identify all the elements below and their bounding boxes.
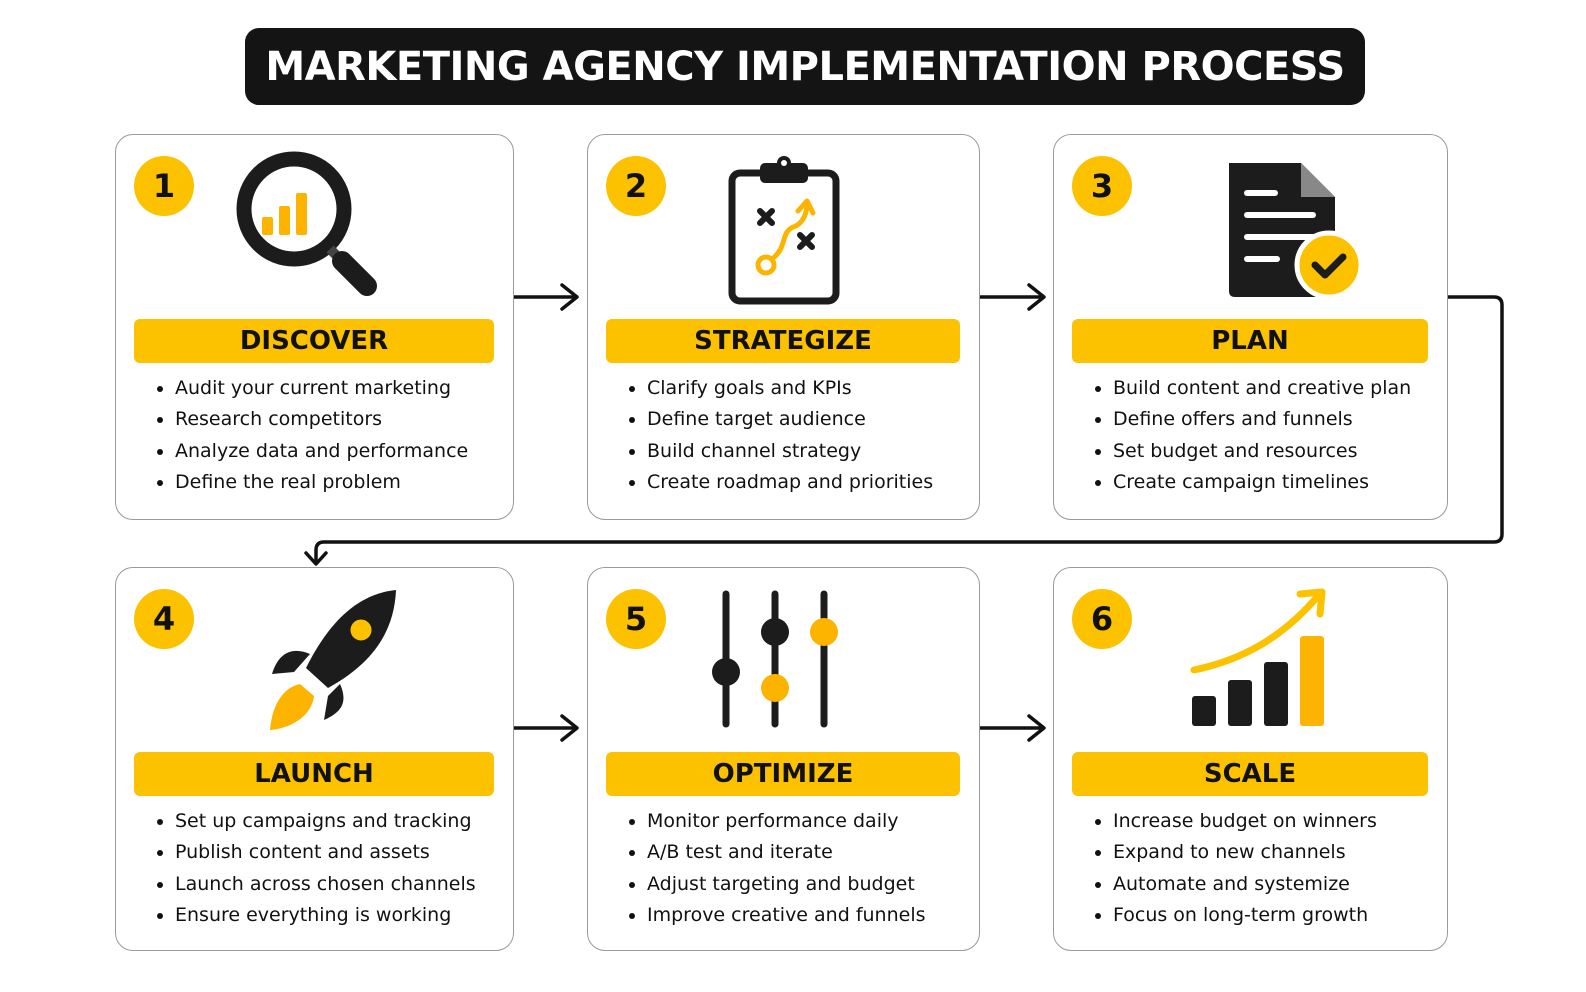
step-label: DISCOVER [134, 319, 494, 363]
step-card-optimize: 5 OPTIMIZE Monitor performance dailyA/B … [587, 567, 980, 951]
step-label: STRATEGIZE [606, 319, 960, 363]
step-bullets: Clarify goals and KPIsDefine target audi… [628, 373, 933, 498]
clipboard-strategy-icon [694, 151, 874, 307]
bullet-item: Increase budget on winners [1113, 806, 1377, 837]
bullet-item: Build channel strategy [647, 436, 933, 467]
step-bullets: Monitor performance dailyA/B test and it… [628, 806, 926, 931]
step-card-launch: 4 LAUNCH Set up campaigns and trackingPu… [115, 567, 514, 951]
bullet-item: Set up campaigns and tracking [175, 806, 476, 837]
step-card-discover: 1 DISCOVER Audit your current marketingR… [115, 134, 514, 520]
bullet-item: Define target audience [647, 404, 933, 435]
step-label: SCALE [1072, 752, 1428, 796]
step-bullets: Increase budget on winnersExpand to new … [1094, 806, 1377, 931]
bullet-item: Audit your current marketing [175, 373, 468, 404]
rocket-icon [236, 584, 416, 740]
arrow-3-4 [304, 295, 1504, 566]
bullet-item: Set budget and resources [1113, 436, 1411, 467]
bullet-item: Build content and creative plan [1113, 373, 1411, 404]
step-card-scale: 6 SCALE Increase budget on winnersExpand… [1053, 567, 1448, 951]
step-number-badge: 4 [134, 589, 194, 649]
bullet-item: Define the real problem [175, 467, 468, 498]
growth-chart-icon [1162, 584, 1342, 740]
arrow-4-5 [512, 714, 579, 742]
step-bullets: Set up campaigns and trackingPublish con… [156, 806, 476, 931]
step-card-strategize: 2 STRATEGIZE Clarify goals and KPIsDefin… [587, 134, 980, 520]
bullet-item: Define offers and funnels [1113, 404, 1411, 435]
bullet-item: Launch across chosen channels [175, 869, 476, 900]
bullet-item: Ensure everything is working [175, 900, 476, 931]
bullet-item: Automate and systemize [1113, 869, 1377, 900]
bullet-item: Monitor performance daily [647, 806, 926, 837]
bullet-item: Adjust targeting and budget [647, 869, 926, 900]
step-bullets: Audit your current marketingResearch com… [156, 373, 468, 498]
step-number-badge: 2 [606, 156, 666, 216]
bullet-item: Analyze data and performance [175, 436, 468, 467]
bullet-item: Publish content and assets [175, 837, 476, 868]
bullet-item: Focus on long-term growth [1113, 900, 1377, 931]
page-title: MARKETING AGENCY IMPLEMENTATION PROCESS [245, 28, 1365, 105]
step-label: PLAN [1072, 319, 1428, 363]
step-label: LAUNCH [134, 752, 494, 796]
step-bullets: Build content and creative planDefine of… [1094, 373, 1411, 498]
arrow-2-3 [978, 283, 1046, 311]
bullet-item: Create roadmap and priorities [647, 467, 933, 498]
sliders-icon [686, 584, 866, 740]
bullet-item: A/B test and iterate [647, 837, 926, 868]
document-check-icon [1189, 151, 1369, 307]
step-label: OPTIMIZE [606, 752, 960, 796]
bullet-item: Improve creative and funnels [647, 900, 926, 931]
bullet-item: Research competitors [175, 404, 468, 435]
bullet-item: Expand to new channels [1113, 837, 1377, 868]
step-number-badge: 5 [606, 589, 666, 649]
step-card-plan: 3 PLAN Build content and creative planDe… [1053, 134, 1448, 520]
step-number-badge: 6 [1072, 589, 1132, 649]
bullet-item: Create campaign timelines [1113, 467, 1411, 498]
arrow-5-6 [978, 714, 1046, 742]
bullet-item: Clarify goals and KPIs [647, 373, 933, 404]
step-number-badge: 3 [1072, 156, 1132, 216]
arrow-1-2 [512, 283, 579, 311]
magnifier-chart-icon [222, 151, 402, 307]
step-number-badge: 1 [134, 156, 194, 216]
